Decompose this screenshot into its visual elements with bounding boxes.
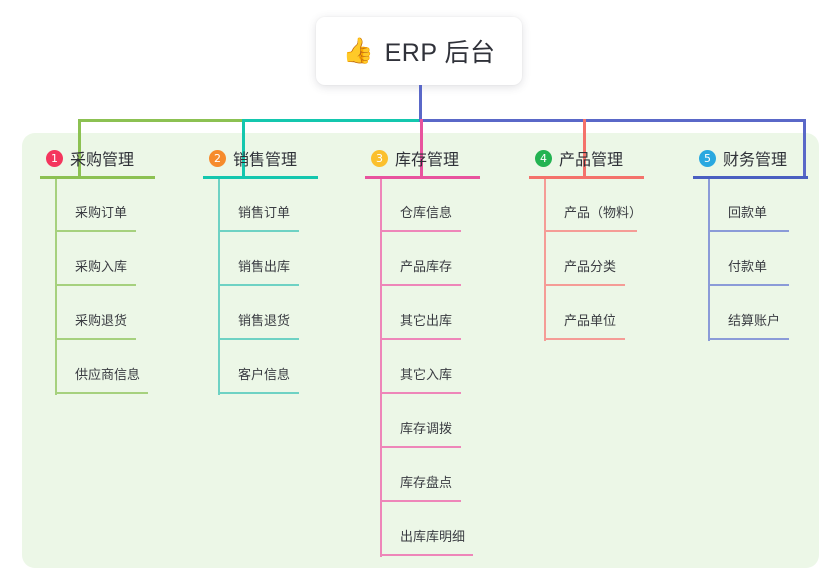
leaf-item-underline: [56, 392, 148, 394]
root-node-erp-backend[interactable]: 👍 ERP 后台: [316, 17, 522, 85]
column-header-3[interactable]: 3 库存管理: [356, 146, 459, 170]
column-trunk-2: [218, 179, 220, 395]
bar-segment-green: [78, 119, 245, 122]
leaf-item-label: 结算账户: [728, 313, 781, 328]
diagram-background-panel: [22, 133, 819, 568]
leaf-item-underline: [381, 392, 461, 394]
column-drop-connector-4: [583, 119, 586, 176]
leaf-item-underline: [56, 284, 136, 286]
leaf-item-underline: [381, 500, 461, 502]
root-node-title: ERP 后台: [384, 39, 496, 67]
column-5: 5 财务管理回款单付款单结算账户: [684, 146, 808, 341]
leaf-item-underline: [219, 284, 299, 286]
leaf-item-label: 供应商信息: [75, 367, 141, 382]
column-underline-1: [40, 176, 155, 179]
column-trunk-3: [380, 179, 382, 557]
column-header-5[interactable]: 5 财务管理: [684, 146, 787, 170]
column-4: 4 产品管理产品（物料） 产品分类产品单位: [520, 146, 644, 341]
leaf-item-underline: [709, 284, 789, 286]
leaf-item-underline: [381, 554, 473, 556]
leaf-item-underline: [219, 338, 299, 340]
column-badge-5: 5: [699, 149, 716, 167]
leaf-item-underline: [709, 230, 789, 232]
leaf-item-underline: [219, 230, 299, 232]
leaf-item-label: 销售退货: [238, 313, 291, 328]
column-1: 1 采购管理采购订单采购入库采购退货供应商信息: [31, 146, 155, 395]
leaf-item-underline: [381, 230, 461, 232]
leaf-item-label: 库存盘点: [400, 475, 453, 490]
leaf-item-underline: [545, 284, 625, 286]
column-title-5: 财务管理: [723, 152, 788, 169]
leaf-item-label: 产品分类: [564, 259, 617, 274]
leaf-item-underline: [545, 230, 637, 232]
column-header-1[interactable]: 1 采购管理: [31, 146, 134, 170]
column-drop-connector-5: [803, 119, 806, 176]
column-drop-connector-3: [420, 119, 423, 176]
leaf-item-label: 采购入库: [75, 259, 128, 274]
bar-segment-blue: [419, 119, 806, 122]
column-title-2: 销售管理: [233, 152, 298, 169]
leaf-item-underline: [381, 338, 461, 340]
leaf-item-label: 销售订单: [238, 205, 291, 220]
leaf-item-underline: [381, 284, 461, 286]
column-underline-3: [365, 176, 480, 179]
column-underline-5: [693, 176, 808, 179]
leaf-item-label: 回款单: [728, 205, 768, 220]
leaf-item-label: 付款单: [728, 259, 768, 274]
column-drop-connector-1: [78, 119, 81, 176]
root-node-content: 👍 ERP 后台: [342, 33, 495, 69]
leaf-item-label: 产品（物料）: [564, 205, 643, 220]
leaf-item-label: 库存调拨: [400, 421, 453, 436]
leaf-item-underline: [545, 338, 625, 340]
column-badge-4: 4: [535, 149, 552, 167]
column-badge-1: 1: [46, 149, 63, 167]
leaf-item-label: 采购订单: [75, 205, 128, 220]
leaf-item-label: 其它出库: [400, 313, 453, 328]
leaf-item-underline: [219, 392, 299, 394]
bar-segment-teal: [242, 119, 420, 122]
leaf-item-underline: [381, 446, 461, 448]
leaf-item-label: 产品库存: [400, 259, 453, 274]
leaf-item-label: 仓库信息: [400, 205, 453, 220]
column-header-2[interactable]: 2 销售管理: [194, 146, 297, 170]
leaf-item-label: 出库库明细: [400, 529, 466, 544]
column-header-4[interactable]: 4 产品管理: [520, 146, 623, 170]
column-trunk-5: [708, 179, 710, 341]
column-trunk-1: [55, 179, 57, 395]
leaf-item-underline: [709, 338, 789, 340]
column-badge-2: 2: [209, 149, 226, 167]
column-underline-2: [203, 176, 318, 179]
leaf-item-label: 销售出库: [238, 259, 291, 274]
column-underline-4: [529, 176, 644, 179]
thumbs-up-icon: 👍: [342, 36, 374, 65]
leaf-item-label: 采购退货: [75, 313, 128, 328]
leaf-item-label: 产品单位: [564, 313, 617, 328]
column-trunk-4: [544, 179, 546, 341]
leaf-item-underline: [56, 230, 136, 232]
column-title-1: 采购管理: [70, 152, 135, 169]
root-drop-connector: [419, 85, 422, 122]
column-title-3: 库存管理: [395, 152, 460, 169]
column-badge-3: 3: [371, 149, 388, 167]
column-drop-connector-2: [242, 119, 245, 176]
column-3: 3 库存管理仓库信息产品库存其它出库其它入库库存调拨库存盘点出库库明细: [356, 146, 480, 557]
column-2: 2 销售管理销售订单销售出库销售退货客户信息: [194, 146, 318, 395]
leaf-item-underline: [56, 338, 136, 340]
leaf-item-label: 客户信息: [238, 367, 291, 382]
column-title-4: 产品管理: [559, 152, 624, 169]
leaf-item-label: 其它入库: [400, 367, 453, 382]
